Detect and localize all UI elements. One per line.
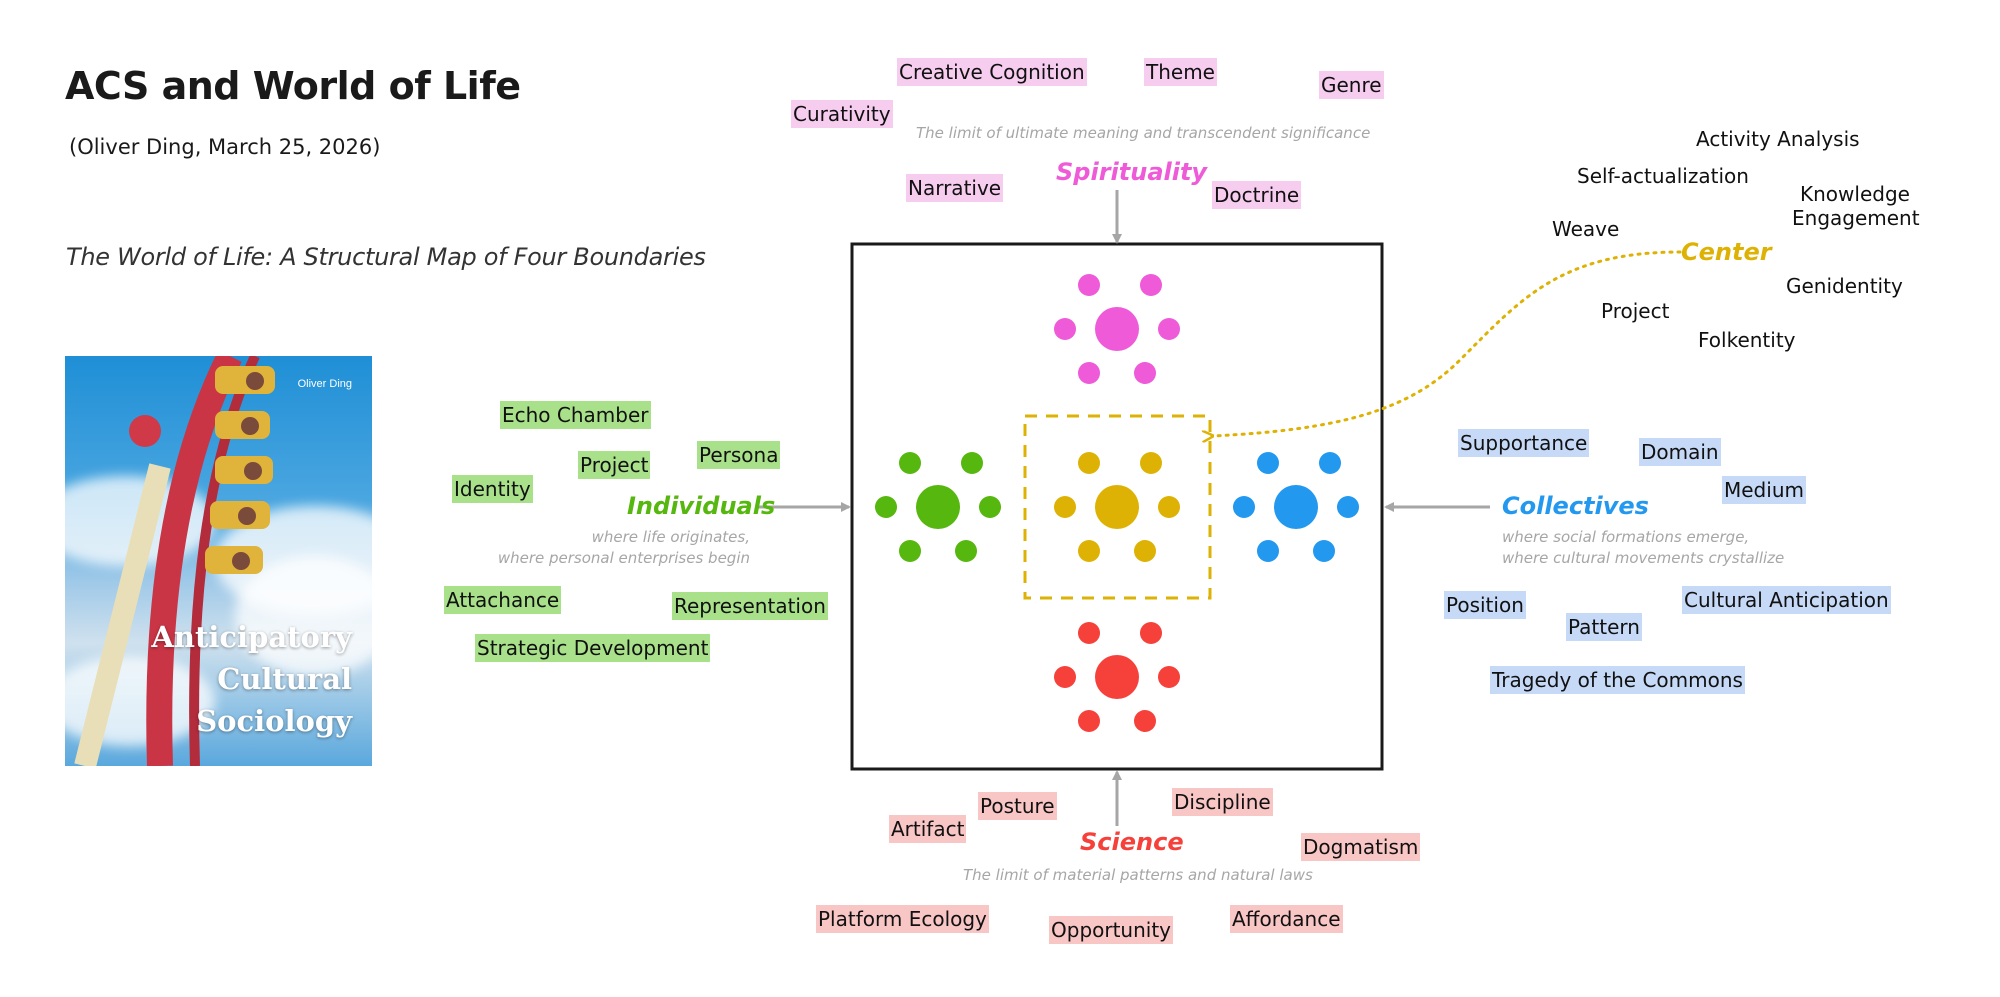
spirituality-satellite-dot	[1078, 274, 1100, 296]
boundary-frame	[850, 242, 1384, 771]
center-tag: Weave	[1552, 217, 1620, 241]
individuals-satellite-dot	[875, 496, 897, 518]
collectives-tag: Domain	[1639, 438, 1721, 466]
center-satellite-dot	[1134, 540, 1156, 562]
individuals-tag: Representation	[672, 592, 828, 620]
individuals-satellite-dot	[961, 452, 983, 474]
collectives-tag: Pattern	[1566, 613, 1642, 641]
collectives-satellite-dot	[1319, 452, 1341, 474]
page-subtitle: The World of Life: A Structural Map of F…	[66, 243, 706, 271]
center-tag: Folkentity	[1698, 328, 1796, 352]
science-tag: Posture	[978, 792, 1057, 820]
individuals-tag: Identity	[452, 475, 533, 503]
science-tag: Affordance	[1230, 905, 1343, 933]
spirituality-satellite-dot	[1158, 318, 1180, 340]
spirituality-tag: Curativity	[791, 100, 893, 128]
spirituality-tag: Genre	[1319, 71, 1384, 99]
individuals-note-line: where life originates,	[591, 528, 750, 546]
collectives-label: Collectives	[1502, 492, 1649, 520]
individuals-tag: Strategic Development	[475, 634, 711, 662]
author-date: (Oliver Ding, March 25, 2026)	[69, 135, 381, 159]
center-satellite-dot	[1054, 496, 1076, 518]
book-cover: Oliver Ding Anticipatory Cultural Sociol…	[65, 356, 372, 766]
collectives-tag: Tragedy of the Commons	[1490, 666, 1745, 694]
science-tag: Discipline	[1172, 788, 1273, 816]
collectives-core-dot	[1274, 485, 1318, 529]
center-satellite-dot	[1078, 452, 1100, 474]
individuals-satellite-dot	[979, 496, 1001, 518]
science-satellite-dot	[1054, 666, 1076, 688]
collectives-note-line: where social formations emerge,	[1502, 528, 1750, 546]
cloud-shape	[235, 556, 372, 676]
spirituality-label: Spirituality	[1056, 158, 1208, 186]
science-satellite-dot	[1140, 622, 1162, 644]
book-title-line: Anticipatory	[151, 620, 352, 654]
center-tag: Knowledge Engagement	[1792, 182, 1920, 230]
individuals-tag: Echo Chamber	[500, 401, 651, 429]
spirituality-tag: Doctrine	[1212, 181, 1302, 209]
collectives-note-line: where cultural movements crystallize	[1502, 549, 1785, 567]
science-tag: Artifact	[889, 815, 967, 843]
center-satellite-dot	[1078, 540, 1100, 562]
individuals-satellite-dot	[955, 540, 977, 562]
science-satellite-dot	[1134, 710, 1156, 732]
spirituality-core-dot	[1095, 307, 1139, 351]
center-satellite-dot	[1140, 452, 1162, 474]
individuals-tag: Project	[578, 451, 651, 479]
center-label: Center	[1681, 238, 1772, 266]
center-satellite-dot	[1158, 496, 1180, 518]
center-dotted-connector	[1212, 250, 1682, 436]
spirituality-satellite-dot	[1140, 274, 1162, 296]
individuals-satellite-dot	[899, 540, 921, 562]
book-title: Anticipatory Cultural Sociology	[151, 616, 352, 742]
collectives-tag: Position	[1444, 591, 1526, 619]
science-satellite-dot	[1078, 622, 1100, 644]
roller-coaster-illustration	[74, 356, 275, 766]
individuals-note: where life originates, where personal en…	[498, 528, 750, 567]
book-title-line: Cultural	[217, 662, 352, 696]
individuals-label: Individuals	[627, 492, 776, 520]
science-tag: Platform Ecology	[816, 905, 989, 933]
page-title: ACS and World of Life	[65, 64, 521, 108]
collectives-tag: Cultural Anticipation	[1682, 586, 1891, 614]
science-satellite-dot	[1158, 666, 1180, 688]
individuals-tag: Persona	[697, 441, 781, 469]
collectives-tag: Supportance	[1458, 429, 1590, 457]
spirituality-tag: Creative Cognition	[897, 58, 1087, 86]
science-label: Science	[1080, 828, 1184, 856]
individuals-core-dot	[916, 485, 960, 529]
center-tag: Activity Analysis	[1696, 127, 1860, 151]
spirituality-tag: Narrative	[906, 174, 1004, 202]
spirituality-satellite-dot	[1054, 318, 1076, 340]
spirituality-note: The limit of ultimate meaning and transc…	[916, 124, 1371, 142]
center-tag: Genidentity	[1786, 274, 1903, 298]
science-tag: Opportunity	[1049, 916, 1174, 944]
science-satellite-dot	[1078, 710, 1100, 732]
spirituality-tag: Theme	[1144, 58, 1217, 86]
center-tag: Self-actualization	[1577, 164, 1749, 188]
individuals-note-line: where personal enterprises begin	[497, 549, 750, 567]
center-core-dot	[1095, 485, 1139, 529]
collectives-tag: Medium	[1722, 476, 1806, 504]
collectives-satellite-dot	[1313, 540, 1335, 562]
individuals-tag: Attachance	[444, 586, 562, 614]
individuals-satellite-dot	[899, 452, 921, 474]
spirituality-satellite-dot	[1134, 362, 1156, 384]
spirituality-satellite-dot	[1078, 362, 1100, 384]
book-title-line: Sociology	[196, 704, 352, 738]
collectives-satellite-dot	[1257, 452, 1279, 474]
center-dashed-box	[1023, 414, 1212, 600]
book-author: Oliver Ding	[297, 378, 352, 390]
collectives-satellite-dot	[1233, 496, 1255, 518]
center-tag: Project	[1601, 299, 1670, 323]
science-tag: Dogmatism	[1301, 833, 1421, 861]
collectives-satellite-dot	[1257, 540, 1279, 562]
collectives-satellite-dot	[1337, 496, 1359, 518]
science-core-dot	[1095, 655, 1139, 699]
collectives-note: where social formations emerge, where cu…	[1502, 528, 1784, 567]
science-note: The limit of material patterns and natur…	[963, 866, 1313, 884]
